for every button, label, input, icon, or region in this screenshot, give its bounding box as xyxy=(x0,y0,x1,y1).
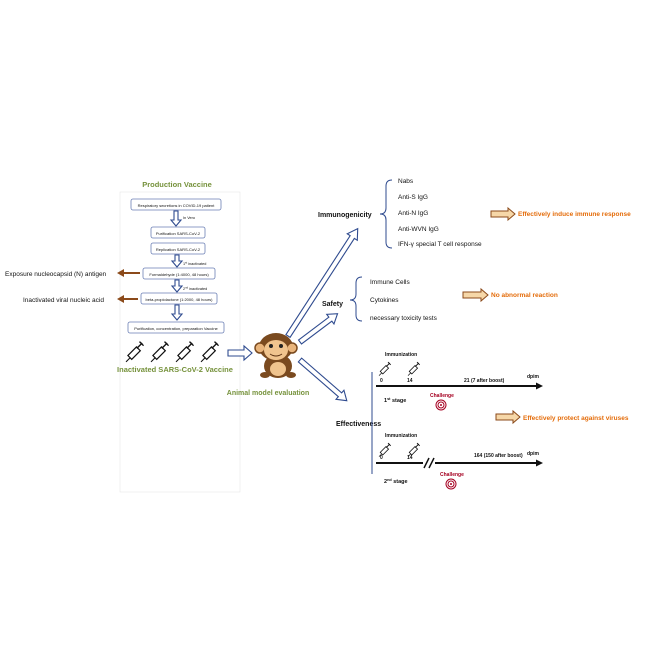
safety-item-cytokines: Cytokines xyxy=(370,297,399,304)
axis-break-mark xyxy=(423,457,435,469)
stage1-immunization-label: Immunization xyxy=(385,352,417,358)
result-arrow-safety xyxy=(462,287,489,303)
step-6-text: Purification, concentration, preparation… xyxy=(134,326,218,331)
monkey-icon xyxy=(254,333,298,378)
stage2-t-end: 164 (150 after boost) xyxy=(474,453,523,459)
animal-model-label: Animal model evaluation xyxy=(227,390,309,397)
down-arrow-4 xyxy=(170,304,184,321)
immunogenicity-brace xyxy=(379,179,393,249)
left-arrow-exposure xyxy=(117,269,140,277)
step-box-5 xyxy=(140,292,218,305)
syringe-icon xyxy=(150,340,170,363)
arrow-to-immunogenicity xyxy=(285,227,359,339)
stage2-label: 2nd stage xyxy=(384,478,408,485)
stage1-t0: 0 xyxy=(380,378,383,384)
result-arrow-effectiveness xyxy=(495,409,521,425)
stage2-axis-arrowhead xyxy=(536,459,543,467)
step-box-1 xyxy=(130,198,222,211)
syringe-icon xyxy=(200,340,220,363)
arrow-to-safety xyxy=(297,313,339,345)
safety-item-immune-cells: Immune Cells xyxy=(370,279,410,286)
stage2-unit: dpim xyxy=(527,451,539,457)
step-box-4 xyxy=(142,267,216,280)
immuno-item-anti-n: Anti-N IgG xyxy=(398,210,428,217)
stage1-t-end: 21 (7 after boost) xyxy=(464,378,505,384)
step-box-6 xyxy=(127,321,225,334)
immuno-item-ifn: IFN-γ special T cell response xyxy=(398,241,482,248)
exposure-note: Exposure nucleocapsid (N) antigen xyxy=(5,271,107,278)
target-icon xyxy=(435,399,447,411)
safety-brace xyxy=(349,276,363,322)
down-arrow-3 xyxy=(170,279,184,293)
safety-title: Safety xyxy=(322,301,343,308)
syringe-icon xyxy=(407,361,421,377)
step-3-text: Replication SARS-CoV-2 xyxy=(156,247,201,252)
syringe-icon xyxy=(378,361,392,377)
immuno-item-nabs: Nabs xyxy=(398,178,414,185)
stage1-unit: dpim xyxy=(527,374,539,380)
left-arrow-inactivated xyxy=(117,295,138,303)
target-icon xyxy=(445,478,457,490)
down-arrow-1 xyxy=(169,210,183,227)
immunogenicity-result: Effectively induce immune response xyxy=(518,211,631,218)
stage2-t0: 0 xyxy=(380,455,383,461)
step-5-text: beta-propiolactone (1:2000, 48 hours) xyxy=(146,297,214,302)
right-arrow-to-monkey xyxy=(227,344,253,362)
stage1-label: 1st stage xyxy=(384,397,406,404)
vaccine-label: Inactivated SARS-CoV-2 Vaccine xyxy=(117,365,233,374)
stage2-timeline: Immunization 0 14 164 (150 after boost) … xyxy=(376,433,543,490)
syringe-icon xyxy=(175,340,195,363)
stage1-axis-arrowhead xyxy=(536,382,543,390)
stage2-immunization-label: Immunization xyxy=(385,433,417,439)
down-arrow-2 xyxy=(170,254,184,268)
stage1-challenge-label: Challenge xyxy=(430,393,454,399)
stage1-timeline: Immunization 0 14 21 (7 after boost) dpi… xyxy=(376,352,543,411)
step-2-text: Purification SARS-CoV-2 xyxy=(156,231,201,236)
immuno-item-anti-s: Anti-S IgG xyxy=(398,194,428,201)
inactivated-note: Inactivated viral nucleic acid xyxy=(23,297,104,304)
immunogenicity-title: Immunogenicity xyxy=(318,212,372,219)
safety-item-toxicity: necessary toxicity tests xyxy=(370,315,438,322)
second-inactivated-label: 2nd inactivated xyxy=(183,286,207,292)
result-arrow-immunogenicity xyxy=(490,206,516,222)
step-box-3 xyxy=(150,242,206,255)
syringe-icon xyxy=(125,340,145,363)
stage2-challenge-label: Challenge xyxy=(440,472,464,478)
first-inactivated-label: 1st inactivated xyxy=(183,261,206,267)
stage2-t14: 14 xyxy=(407,455,413,461)
in-vero-label: In Vero xyxy=(183,216,195,220)
production-frame xyxy=(119,191,241,493)
effectiveness-result: Effectively protect against viruses xyxy=(523,415,629,422)
safety-result: No abnormal reaction xyxy=(491,292,558,299)
effectiveness-title: Effectiveness xyxy=(336,421,381,428)
immuno-item-anti-wvn: Anti-WVN IgG xyxy=(398,226,439,233)
production-title: Production Vaccine xyxy=(142,180,212,189)
step-box-2 xyxy=(150,226,206,239)
step-4-text: Formaldehyde (1:4000, 48 hours) xyxy=(149,272,209,277)
stage1-t14: 14 xyxy=(407,378,413,384)
arrow-to-effectiveness xyxy=(297,357,348,402)
step-1-text: Respiratory secretions in COVID-19 patie… xyxy=(138,203,216,208)
